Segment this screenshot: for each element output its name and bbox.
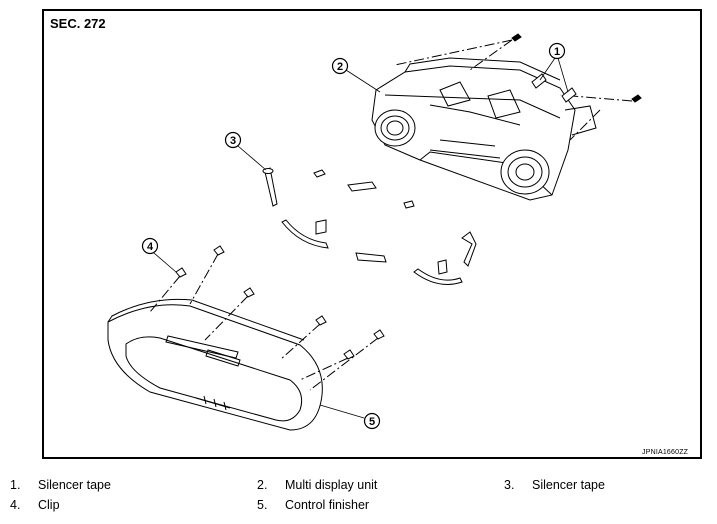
multi-display-unit	[371, 57, 597, 201]
control-finisher	[107, 298, 323, 431]
callout-5: 5	[319, 404, 381, 430]
small-parts	[281, 169, 477, 285]
image-code: JPNIA1660ZZ	[642, 449, 689, 456]
callout-3: 3	[224, 131, 267, 171]
callout-4: 4	[141, 237, 177, 273]
callout-1: 1	[539, 42, 569, 93]
svg-text:3: 3	[230, 135, 236, 147]
diagram-frame	[42, 9, 702, 459]
screw-right	[631, 94, 642, 103]
screw-upper	[511, 33, 522, 42]
svg-text:2: 2	[337, 61, 343, 73]
exploded-view-illustration: 1 2 3 4 5	[107, 33, 642, 431]
silencer-tape-3	[262, 167, 278, 207]
svg-text:4: 4	[147, 241, 154, 253]
section-label: SEC. 272	[50, 16, 106, 31]
svg-text:1: 1	[554, 46, 560, 58]
svg-text:5: 5	[369, 416, 375, 428]
clips	[175, 245, 385, 360]
silencer-tape-1	[531, 73, 577, 103]
callout-2: 2	[331, 57, 381, 93]
